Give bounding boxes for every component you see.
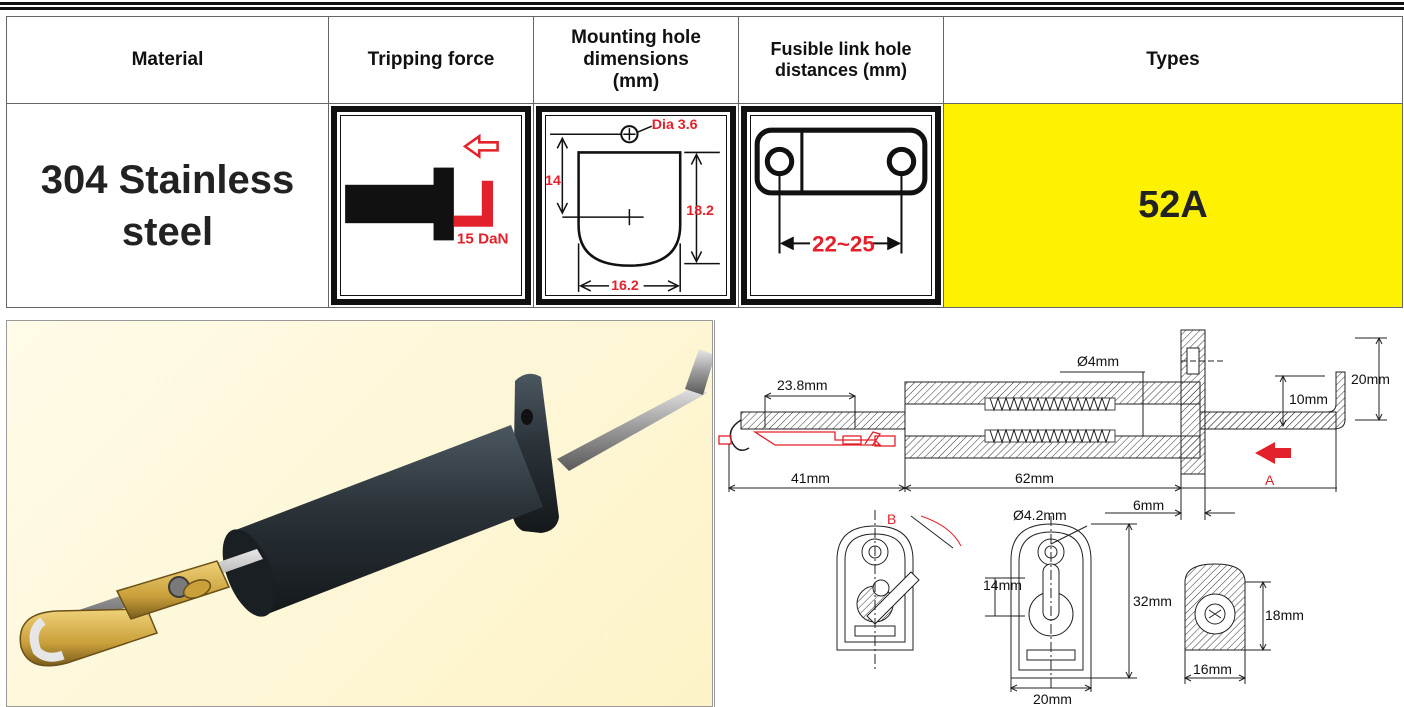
mounting-hole-diagram: Dia 3.6 14 18.2 xyxy=(545,117,720,294)
fusible-distance-label: 22~25 xyxy=(812,232,875,257)
header-tripping-force: Tripping force xyxy=(328,16,534,104)
dim-18: 18mm xyxy=(1265,607,1304,623)
dim-41: 41mm xyxy=(791,470,830,486)
top-double-rule xyxy=(0,0,1404,12)
header-mounting-hole-line3: (mm) xyxy=(612,70,660,92)
arrow-left-icon xyxy=(462,133,499,159)
brass-link xyxy=(19,608,159,667)
mounting-height-label: 14 xyxy=(545,173,561,189)
arrow-a-icon xyxy=(1255,442,1291,464)
dim-phi4: Ø4mm xyxy=(1077,353,1119,369)
mounting-total-label: 18.2 xyxy=(686,203,714,219)
header-fusible-link: Fusible link hole distances (mm) xyxy=(738,16,944,104)
material-cell: 304 Stainless steel xyxy=(6,103,329,308)
mounting-hole-frame: Dia 3.6 14 18.2 xyxy=(536,106,736,305)
dim-23-8: 23.8mm xyxy=(777,377,828,393)
link-outline-red xyxy=(718,431,896,447)
side-view-dimensions xyxy=(727,336,1387,520)
type-cell: 52A xyxy=(943,103,1403,308)
steel-rod xyxy=(557,385,707,471)
fusible-link-cell: 22~25 xyxy=(738,103,944,308)
header-mounting-hole-line1: Mounting hole xyxy=(571,27,701,49)
header-mounting-hole-line2: dimensions xyxy=(583,49,689,71)
mounting-hole-cell: Dia 3.6 14 18.2 xyxy=(533,103,739,308)
technical-drawing-panel: 23.8mm 41mm 62mm 6mm Ø4mm 10mm 20mm A B xyxy=(714,320,1404,707)
dim-10: 10mm xyxy=(1289,391,1328,407)
fusible-link-diagram: 22~25 xyxy=(754,127,928,257)
link-outline xyxy=(754,127,928,196)
dim-16: 16mm xyxy=(1193,661,1232,677)
product-photo xyxy=(19,349,712,667)
tripping-force-value: 15 DaN xyxy=(457,230,509,247)
header-fusible-link-line2: distances (mm) xyxy=(774,60,908,80)
body-block xyxy=(345,184,442,224)
spec-table-header-row: Material Tripping force Mounting hole di… xyxy=(6,16,1403,104)
rod-bent-end xyxy=(685,349,712,395)
front-view-section xyxy=(985,516,1137,692)
side-view xyxy=(729,329,1346,475)
label-b: B xyxy=(887,511,896,527)
header-fusible-link-line1: Fusible link hole xyxy=(770,39,912,60)
link-hole-left-icon xyxy=(764,146,795,177)
side-view-labels: 23.8mm 41mm 62mm 6mm Ø4mm 10mm 20mm A xyxy=(777,353,1390,513)
tripping-force-cell: 15 DaN xyxy=(328,103,534,308)
product-photo-panel xyxy=(6,320,713,707)
dim-6: 6mm xyxy=(1133,497,1164,513)
spec-table-data-row: 304 Stainless steel 15 DaN xyxy=(6,103,1403,308)
fusible-link-frame: 22~25 xyxy=(741,106,941,305)
dim-20-width: 20mm xyxy=(1033,691,1072,707)
dim-20-height: 20mm xyxy=(1351,371,1390,387)
dim-phi4-2: Ø4.2mm xyxy=(1013,507,1067,523)
red-hook xyxy=(453,180,493,227)
tripping-force-diagram: 15 DaN xyxy=(345,133,509,247)
header-mounting-hole: Mounting hole dimensions (mm) xyxy=(533,16,739,104)
dim-62: 62mm xyxy=(1015,470,1054,486)
link-hole-right-icon xyxy=(886,146,917,177)
technical-drawing: 23.8mm 41mm 62mm 6mm Ø4mm 10mm 20mm A B xyxy=(718,329,1390,707)
mounting-dia-label: Dia 3.6 xyxy=(652,117,698,133)
front-view-labels: Ø4.2mm 14mm 32mm 20mm xyxy=(983,507,1172,707)
header-material: Material xyxy=(6,16,329,104)
front-view-b xyxy=(836,510,962,670)
tripping-force-frame: 15 DaN xyxy=(331,106,531,305)
rubber-body xyxy=(233,425,543,615)
end-view-labels: 18mm 16mm xyxy=(1193,607,1304,677)
spec-table: Material Tripping force Mounting hole di… xyxy=(6,16,1403,308)
material-line1: 304 Stainless xyxy=(40,157,295,202)
flange-block xyxy=(433,167,454,241)
mounting-width-label: 16.2 xyxy=(611,278,639,294)
label-a: A xyxy=(1265,472,1275,488)
dim-14: 14mm xyxy=(983,577,1022,593)
end-view xyxy=(1183,563,1271,684)
dim-32: 32mm xyxy=(1133,593,1172,609)
material-line2: steel xyxy=(121,209,214,254)
header-types: Types xyxy=(943,16,1403,104)
